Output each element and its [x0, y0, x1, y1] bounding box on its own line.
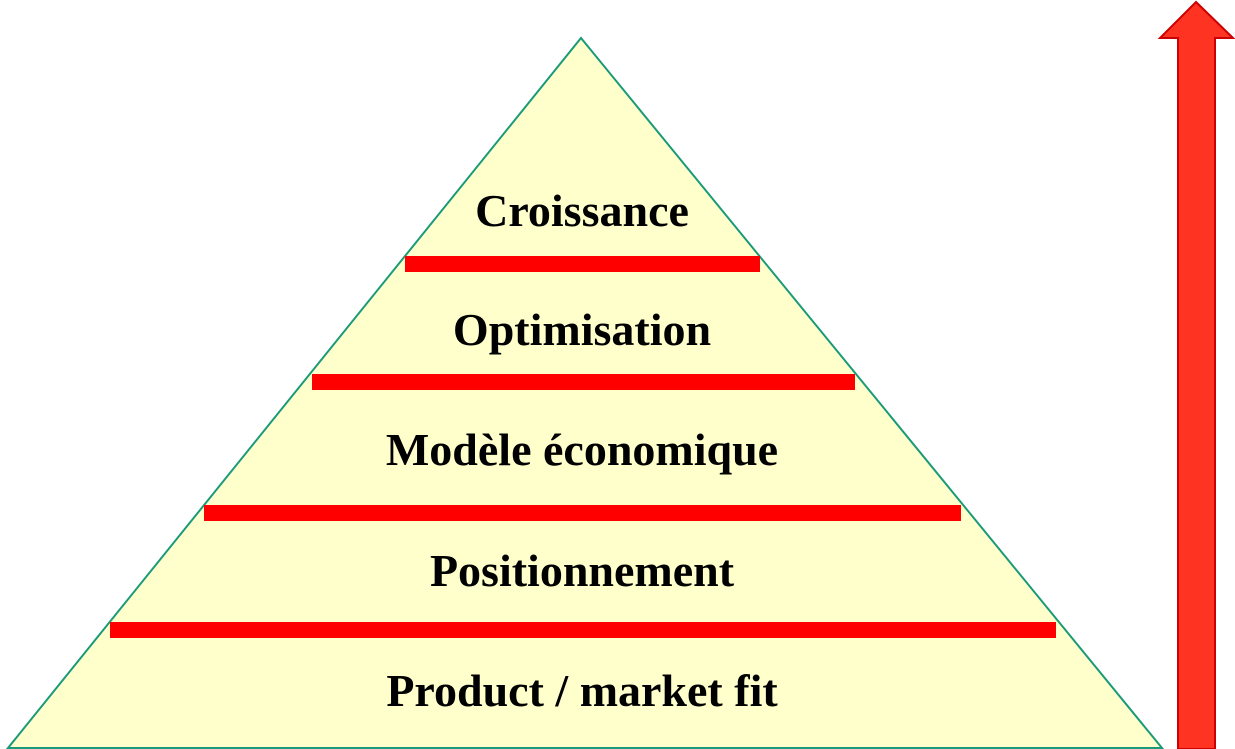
arrow-up-icon — [1157, 0, 1235, 749]
level-divider-3 — [204, 505, 961, 521]
level-label-positionnement: Positionnement — [430, 545, 735, 596]
level-label-optimisation: Optimisation — [453, 304, 711, 355]
level-divider-2 — [312, 374, 855, 390]
level-divider-4 — [110, 622, 1056, 638]
level-divider-1 — [405, 256, 760, 272]
level-label-product-market-fit: Product / market fit — [386, 665, 778, 716]
level-label-croissance: Croissance — [475, 185, 689, 236]
pyramid-triangle — [5, 36, 1165, 749]
level-label-modele-economique: Modèle économique — [386, 424, 778, 475]
